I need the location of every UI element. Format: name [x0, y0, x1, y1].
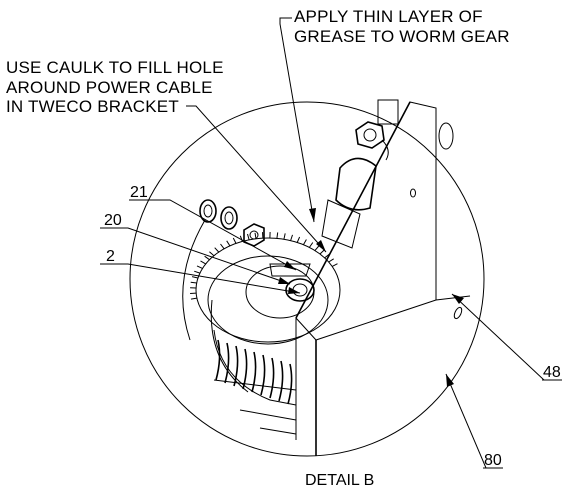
caulk-note-line-3: IN TWECO BRACKET — [6, 97, 179, 116]
plate-hole-lower — [453, 306, 463, 320]
gear-tooth — [209, 251, 215, 257]
gear-tooth — [196, 265, 203, 269]
washers — [199, 199, 238, 230]
balloon-21-leader — [146, 199, 297, 271]
gear-tooth — [232, 237, 237, 244]
plate-hole-top — [438, 122, 454, 150]
balloon-80-label: 80 — [484, 452, 502, 469]
detail-boundary-circle — [129, 101, 485, 457]
gear-tooth — [328, 258, 334, 263]
grease-note-line-1: APPLY THIN LAYER OF — [294, 7, 483, 26]
worm-thread — [224, 342, 230, 384]
worm-thread — [278, 360, 284, 402]
gear-tooth — [324, 253, 330, 259]
caulk-leader — [186, 105, 327, 253]
caulk-note-line-1: USE CAULK TO FILL HOLE — [6, 58, 224, 77]
grease-leader-arrow — [309, 208, 316, 222]
gear-teeth — [190, 231, 338, 300]
gear-tooth — [314, 245, 320, 251]
top-hex-nut — [355, 121, 389, 161]
worm-thread — [242, 348, 248, 390]
gear-tooth — [191, 276, 199, 279]
gear-tooth — [247, 233, 250, 240]
balloon-20-arrow — [278, 277, 290, 284]
gear-tooth — [220, 243, 225, 250]
gear-tooth — [226, 240, 231, 247]
balloon-20-label: 20 — [104, 212, 122, 229]
gear-tooth — [290, 234, 293, 241]
gear-tooth — [254, 232, 257, 239]
gear-tooth — [296, 236, 301, 243]
grease-leader — [279, 17, 315, 223]
balloon-2-arrow — [288, 287, 300, 294]
grease-note-line-2: GREASE TO WORM GEAR — [294, 27, 510, 46]
worm-body — [210, 299, 297, 435]
worm-thread — [269, 357, 275, 399]
worm-threads — [215, 339, 293, 405]
bracket-blocks — [321, 99, 399, 249]
balloon-21-label: 21 — [130, 184, 148, 201]
worm-thread — [215, 339, 221, 381]
worm-thread — [260, 354, 266, 396]
worm-gear-wheel — [195, 237, 341, 345]
caulk-leader-arrow — [316, 240, 326, 252]
gear-tooth — [214, 247, 220, 253]
gear-tooth — [204, 255, 210, 261]
balloon-48-label: 48 — [543, 364, 561, 381]
housing-left-contour — [182, 219, 206, 341]
balloon-48-arrow — [452, 294, 464, 304]
gear-tooth — [190, 281, 197, 284]
worm-thread — [251, 351, 257, 393]
mounting-plate — [295, 101, 471, 456]
gear-tooth — [331, 263, 338, 267]
worm-thread — [233, 345, 239, 387]
gear-tooth — [308, 242, 314, 248]
detail-caption: DETAIL B — [305, 472, 374, 489]
balloon-80-arrow — [446, 374, 454, 387]
balloon-2-label: 2 — [106, 248, 115, 265]
gear-tooth — [283, 233, 286, 240]
caulk-note-line-2: AROUND POWER CABLE — [6, 78, 213, 97]
gear-tooth — [194, 270, 201, 274]
gear-tooth — [302, 239, 307, 245]
plate-hole-small — [410, 188, 416, 198]
balloon-21-arrow — [284, 261, 296, 270]
gear-tooth — [190, 297, 197, 300]
gear-tooth — [276, 232, 279, 239]
gear-tooth — [200, 260, 206, 265]
gear-tooth — [319, 249, 325, 255]
worm-thread — [287, 363, 293, 405]
